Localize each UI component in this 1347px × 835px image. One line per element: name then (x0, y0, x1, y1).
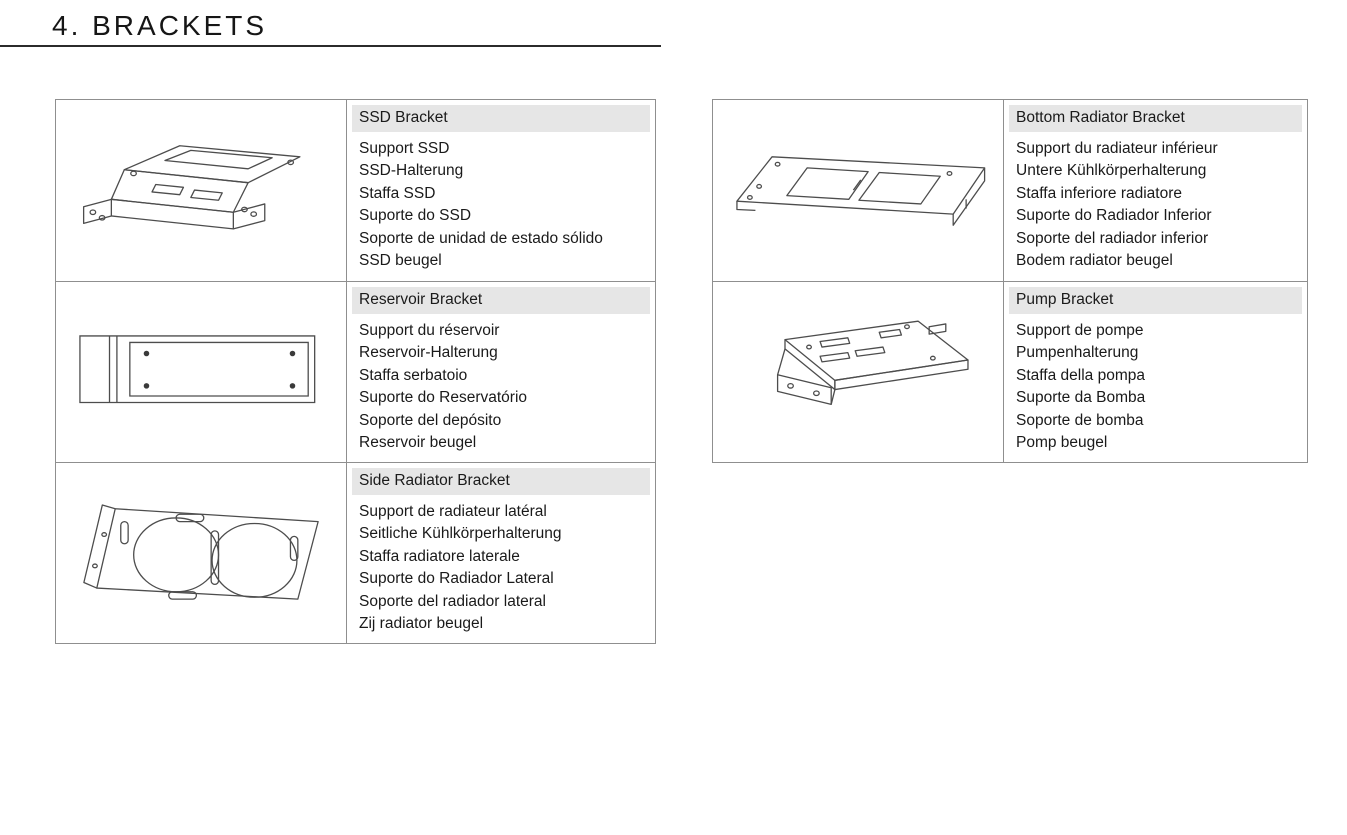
translation-line: Staffa serbatoio (359, 366, 468, 384)
ssd-bracket-image-cell (56, 100, 347, 281)
pump-bracket-illustration (724, 293, 992, 451)
brackets-table-left: SSD Bracket Support SSD SSD-Halterung St… (55, 99, 656, 644)
translation-line: Soporte del radiador lateral (359, 592, 546, 610)
bracket-name: Pump Bracket (1009, 287, 1302, 314)
translation-line: Support SSD (359, 140, 450, 157)
translation-line: Support de radiateur latéral (359, 503, 547, 520)
translation-line: Suporte da Bomba (1016, 389, 1146, 407)
reservoir-bracket-illustration (67, 302, 335, 442)
translation-line: Pomp beugel (1016, 434, 1108, 452)
translation-line: Soporte del depósito (359, 411, 502, 429)
row-reservoir-bracket: Reservoir Bracket Support du réservoir R… (56, 281, 655, 462)
translation-line: Suporte do Reservatório (359, 389, 528, 407)
pump-bracket-text-cell: Pump Bracket Support de pompe Pumpenhalt… (1004, 282, 1307, 462)
translation-line: Staffa radiatore laterale (359, 547, 520, 565)
translation-line: Zij radiator beugel (359, 615, 484, 633)
ssd-bracket-text-cell: SSD Bracket Support SSD SSD-Halterung St… (347, 100, 655, 281)
bracket-name: Reservoir Bracket (352, 287, 650, 314)
row-ssd-bracket: SSD Bracket Support SSD SSD-Halterung St… (56, 100, 655, 281)
translation-line: Soporte del radiador inferior (1016, 229, 1209, 247)
translation-line: Support du radiateur inférieur (1016, 140, 1218, 157)
brackets-table-right: Bottom Radiator Bracket Support du radia… (712, 99, 1308, 463)
bracket-translations: Support de radiateur latéral Seitliche K… (347, 495, 655, 635)
reservoir-bracket-image-cell (56, 282, 347, 462)
translation-line: Soporte de bomba (1016, 411, 1144, 429)
bottom-radiator-bracket-text-cell: Bottom Radiator Bracket Support du radia… (1004, 100, 1307, 281)
pump-bracket-image-cell (713, 282, 1004, 462)
bracket-translations: Support SSD SSD-Halterung Staffa SSD Sup… (347, 132, 655, 272)
side-radiator-bracket-image-cell (56, 463, 347, 643)
ssd-bracket-illustration (67, 112, 335, 270)
side-radiator-bracket-illustration (67, 470, 335, 636)
title-underline: 4. BRACKETS (0, 0, 661, 47)
translation-line: Bodem radiator beugel (1016, 252, 1173, 270)
row-side-radiator-bracket: Side Radiator Bracket Support de radiate… (56, 462, 655, 643)
reservoir-bracket-text-cell: Reservoir Bracket Support du réservoir R… (347, 282, 655, 462)
translation-line: Staffa della pompa (1016, 366, 1145, 384)
translation-line: Suporte do SSD (359, 207, 472, 225)
bracket-name: Bottom Radiator Bracket (1009, 105, 1302, 132)
bottom-radiator-bracket-illustration (724, 112, 992, 270)
translation-line: Untere Kühlkörperhalterung (1016, 162, 1207, 180)
translation-line: Reservoir beugel (359, 434, 477, 452)
bracket-translations: Support de pompe Pumpenhalterung Staffa … (1004, 314, 1307, 454)
translation-line: SSD beugel (359, 252, 442, 270)
translation-line: Support de pompe (1016, 322, 1144, 339)
translation-line: Seitliche Kühlkörperhalterung (359, 525, 562, 543)
row-pump-bracket: Pump Bracket Support de pompe Pumpenhalt… (713, 281, 1307, 462)
translation-line: Staffa SSD (359, 184, 436, 202)
translation-line: Reservoir-Halterung (359, 344, 498, 362)
side-radiator-bracket-text-cell: Side Radiator Bracket Support de radiate… (347, 463, 655, 643)
translation-line: Staffa inferiore radiatore (1016, 184, 1183, 202)
translation-line: Pumpenhalterung (1016, 344, 1139, 362)
translation-line: Support du réservoir (359, 322, 500, 339)
translation-line: Soporte de unidad de estado sólido (359, 229, 603, 247)
bracket-name: SSD Bracket (352, 105, 650, 132)
translation-line: SSD-Halterung (359, 162, 464, 180)
page-title: 4. BRACKETS (52, 10, 268, 41)
bottom-radiator-bracket-image-cell (713, 100, 1004, 281)
bracket-name: Side Radiator Bracket (352, 468, 650, 495)
translation-line: Suporte do Radiador Lateral (359, 570, 554, 588)
translation-line: Suporte do Radiador Inferior (1016, 207, 1212, 225)
row-bottom-radiator-bracket: Bottom Radiator Bracket Support du radia… (713, 100, 1307, 281)
bracket-translations: Support du réservoir Reservoir-Halterung… (347, 314, 655, 454)
bracket-translations: Support du radiateur inférieur Untere Kü… (1004, 132, 1307, 272)
